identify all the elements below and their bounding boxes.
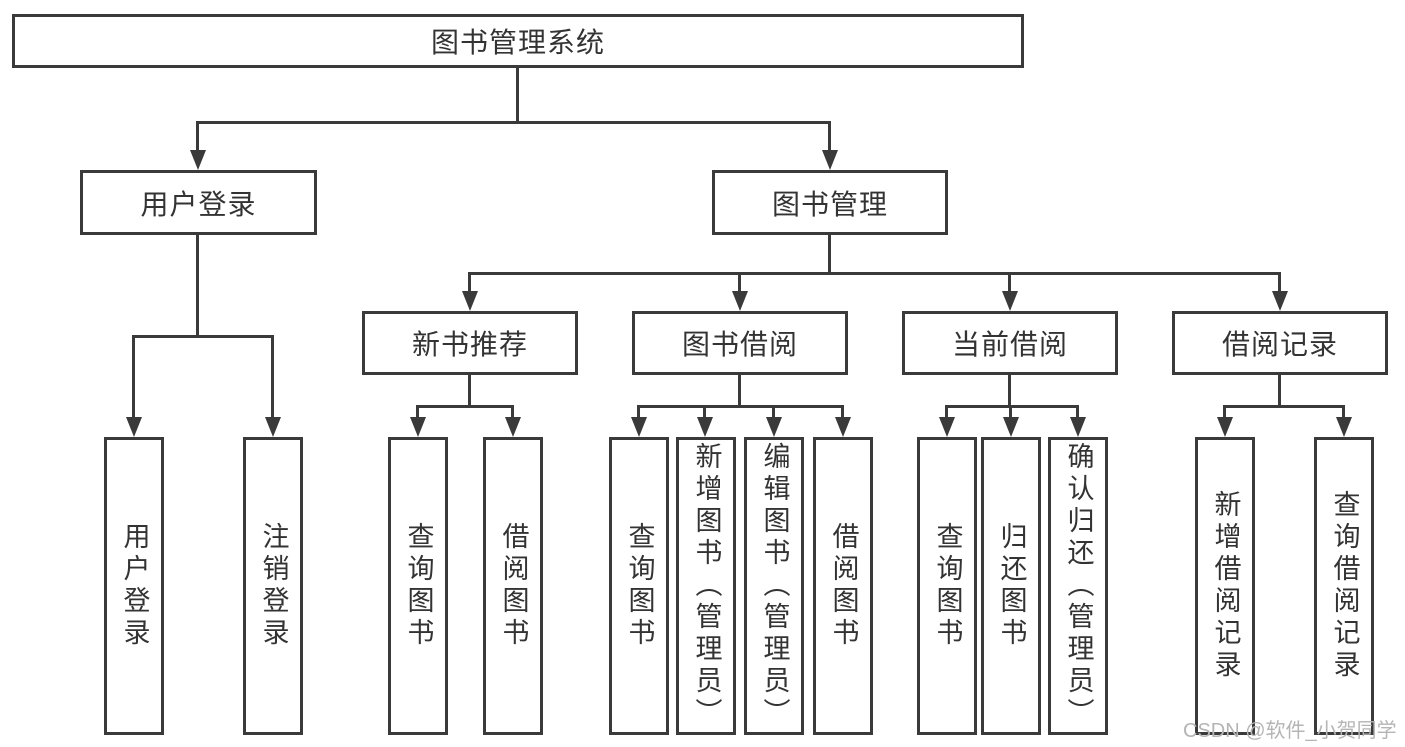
arrow-down-icon [462, 291, 478, 311]
connector-hline [637, 405, 844, 408]
connector-arrow-shaft [738, 272, 741, 293]
leaf-current-query-books-label: 查询图书 [932, 522, 963, 650]
connector-vline [738, 375, 741, 408]
leaf-confirm-return-admin: 确认归还（管理员） [1048, 437, 1108, 735]
arrow-down-icon [126, 417, 142, 437]
connector-hline [132, 335, 274, 338]
node-root: 图书管理系统 [12, 14, 1024, 68]
leaf-add-borrow-record: 新增借阅记录 [1195, 437, 1255, 735]
arrow-down-icon [190, 150, 206, 170]
connector-arrow-shaft [637, 405, 640, 419]
connector-arrow-shaft [416, 405, 419, 419]
connector-hline [196, 121, 831, 124]
connector-vline [1278, 375, 1281, 408]
leaf-return-books-label: 归还图书 [996, 522, 1027, 650]
connector-arrow-shaft [132, 335, 135, 419]
arrow-down-icon [697, 417, 713, 437]
connector-hline [1223, 405, 1345, 408]
leaf-rec-borrow-books-label: 借阅图书 [498, 522, 529, 650]
leaf-borrow-books-label: 借阅图书 [828, 522, 859, 650]
leaf-logout-label: 注销登录 [258, 522, 289, 650]
connector-arrow-shaft [196, 121, 199, 152]
connector-vline [468, 375, 471, 408]
leaf-user-login: 用户登录 [104, 437, 164, 735]
leaf-logout: 注销登录 [243, 437, 303, 735]
node-user-login: 用户登录 [80, 170, 317, 235]
connector-vline [196, 235, 199, 338]
node-root-label: 图书管理系统 [430, 27, 605, 58]
leaf-rec-query-books-label: 查询图书 [403, 522, 434, 650]
leaf-add-borrow-record-label: 新增借阅记录 [1210, 490, 1241, 682]
arrow-down-icon [265, 417, 281, 437]
connector-arrow-shaft [841, 405, 844, 419]
leaf-query-borrow-record-label: 查询借阅记录 [1329, 490, 1360, 682]
leaf-rec-query-books: 查询图书 [388, 437, 448, 735]
connector-vline [828, 235, 831, 275]
leaf-edit-books-admin: 编辑图书（管理员） [744, 437, 804, 735]
watermark-text: CSDN @软件_小贺同学 [1183, 720, 1397, 742]
node-book-borrow-label: 图书借阅 [681, 329, 798, 360]
connector-arrow-shaft [828, 121, 831, 152]
leaf-user-login-label: 用户登录 [119, 522, 150, 650]
connector-arrow-shaft [511, 405, 514, 419]
connector-arrow-shaft [1223, 405, 1226, 419]
connector-arrow-shaft [468, 272, 471, 293]
connector-arrow-shaft [1008, 272, 1011, 293]
leaf-current-query-books: 查询图书 [917, 437, 977, 735]
leaf-query-borrow-record: 查询借阅记录 [1314, 437, 1374, 735]
node-new-book-recommend-label: 新书推荐 [411, 329, 528, 360]
connector-vline [516, 68, 519, 124]
arrow-down-icon [410, 417, 426, 437]
connector-arrow-shaft [1076, 405, 1079, 419]
leaf-add-books-admin: 新增图书（管理员） [676, 437, 736, 735]
connector-arrow-shaft [1342, 405, 1345, 419]
node-new-book-recommend: 新书推荐 [362, 311, 578, 375]
connector-hline [416, 405, 514, 408]
arrow-down-icon [1070, 417, 1086, 437]
node-book-borrow: 图书借阅 [632, 311, 848, 375]
connector-arrow-shaft [271, 335, 274, 419]
arrow-down-icon [732, 291, 748, 311]
connector-hline [945, 405, 1079, 408]
leaf-borrow-books: 借阅图书 [813, 437, 873, 735]
arrow-down-icon [1272, 291, 1288, 311]
node-current-borrow-label: 当前借阅 [951, 329, 1068, 360]
arrow-down-icon [822, 150, 838, 170]
node-user-login-label: 用户登录 [140, 188, 257, 220]
connector-arrow-shaft [945, 405, 948, 419]
leaf-edit-books-admin-label: 编辑图书（管理员） [759, 442, 790, 730]
connector-vline [1008, 375, 1011, 408]
arrow-down-icon [766, 417, 782, 437]
leaf-borrow-query-books-label: 查询图书 [624, 522, 655, 650]
connector-arrow-shaft [703, 405, 706, 419]
node-borrow-records: 借阅记录 [1172, 311, 1388, 375]
connector-arrow-shaft [1009, 405, 1012, 419]
node-book-management: 图书管理 [712, 170, 948, 235]
connector-arrow-shaft [772, 405, 775, 419]
arrow-down-icon [505, 417, 521, 437]
leaf-borrow-query-books: 查询图书 [609, 437, 669, 735]
leaf-rec-borrow-books: 借阅图书 [483, 437, 543, 735]
arrow-down-icon [1002, 291, 1018, 311]
arrow-down-icon [631, 417, 647, 437]
arrow-down-icon [939, 417, 955, 437]
arrow-down-icon [1336, 417, 1352, 437]
node-borrow-records-label: 借阅记录 [1221, 329, 1338, 360]
node-current-borrow: 当前借阅 [902, 311, 1118, 375]
connector-hline [468, 272, 1281, 275]
leaf-add-books-admin-label: 新增图书（管理员） [691, 442, 722, 730]
arrow-down-icon [1003, 417, 1019, 437]
connector-arrow-shaft [1278, 272, 1281, 293]
leaf-return-books: 归还图书 [981, 437, 1041, 735]
arrow-down-icon [1217, 417, 1233, 437]
arrow-down-icon [835, 417, 851, 437]
node-book-management-label: 图书管理 [771, 188, 888, 220]
leaf-confirm-return-admin-label: 确认归还（管理员） [1063, 442, 1094, 730]
